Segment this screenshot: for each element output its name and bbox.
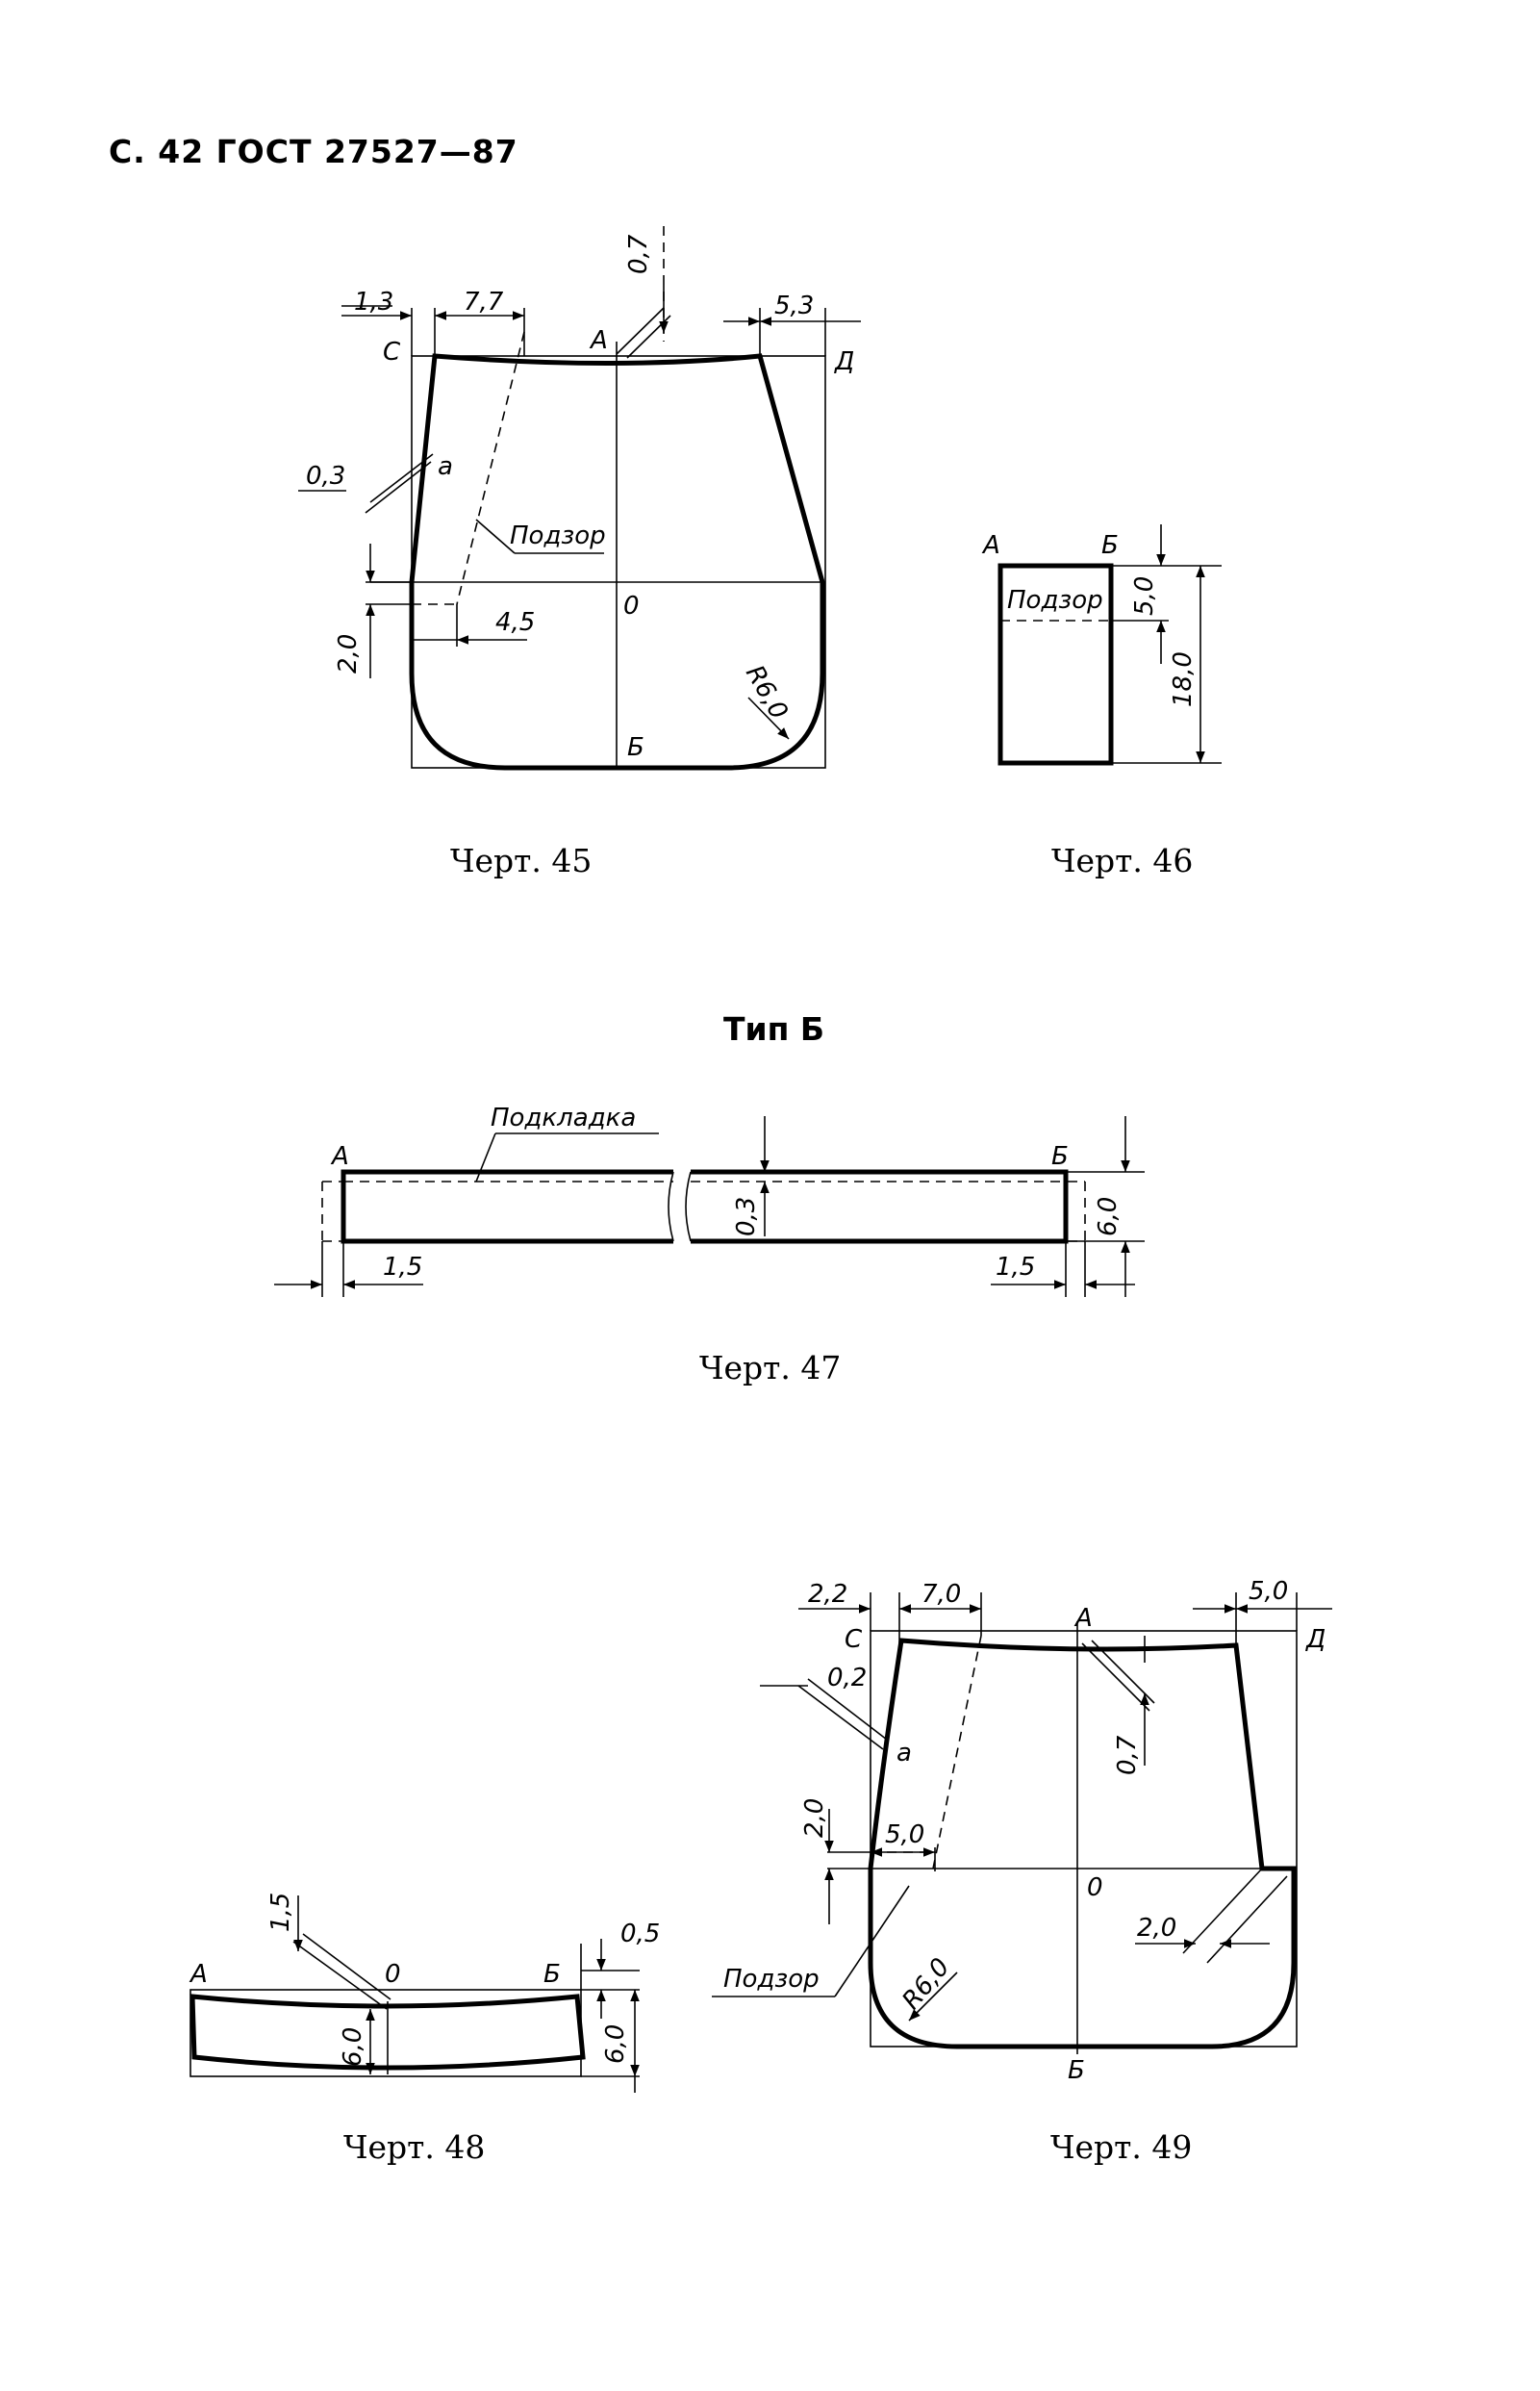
fig45-dim-r6: R6,0 [740,661,794,725]
fig48-dim-0-5: 0,5 [620,1920,660,1948]
fig49-dim-5-0-left: 5,0 [885,1820,924,1849]
fig49-dim-0-2: 0,2 [827,1664,867,1692]
figure-47 [274,1116,1145,1297]
fig47-dim-0-3: 0,3 [732,1197,761,1236]
fig45-point-d: Д [834,347,854,376]
fig46-dim-18-0: 18,0 [1169,651,1198,707]
fig45-point-c: С [383,338,401,367]
caption-fig-46: Черт. 46 [1051,842,1194,879]
fig49-dim-2-2: 2,2 [808,1580,847,1609]
fig49-dim-r6: R6,0 [896,1953,955,2016]
fig48-point-a: А [189,1960,208,1989]
fig45-note-podzor: Подзор [510,521,606,550]
fig46-note-podzor: Подзор [1007,586,1103,615]
fig45-contour [409,353,825,771]
page-header: С. 42 ГОСТ 27527—87 [109,133,518,170]
caption-fig-45: Черт. 45 [450,842,593,879]
fig49-contour [868,1638,1297,2049]
fig47-point-b: Б [1051,1142,1069,1171]
fig48-dim-1-5: 1,5 [266,1893,295,1932]
fig46-contour [997,563,1114,766]
caption-fig-49: Черт. 49 [1050,2128,1193,2166]
caption-fig-48: Черт. 48 [343,2128,486,2166]
fig46-point-a: А [981,531,1000,560]
fig48-contour [189,1994,586,2071]
fig49-note-podzor: Подзор [723,1965,820,1994]
fig47-dim-1-5-right: 1,5 [996,1253,1035,1282]
fig49-point-a-small: а [896,1739,912,1768]
fig46-dim-5-0: 5,0 [1130,576,1159,616]
fig49-dim-2-0-left: 2,0 [800,1798,829,1838]
fig48-dim-6-0-right: 6,0 [601,2024,630,2064]
figure-48 [189,1895,640,2093]
fig45-dim-1-3: 1,3 [354,288,393,317]
fig45-point-a-small: а [438,452,453,481]
fig47-note-podkladka: Подкладка [491,1104,636,1132]
fig45-dim-7-7: 7,7 [464,288,504,317]
fig45-point-b: Б [627,733,644,762]
fig49-point-d: Д [1305,1625,1325,1654]
fig49-point-o: 0 [1087,1873,1103,1902]
fig49-point-b: Б [1068,2056,1085,2085]
fig49-dim-2-0-right: 2,0 [1137,1914,1176,1943]
fig48-dim-6-0-mid: 6,0 [339,2027,367,2067]
fig49-dim-7-0: 7,0 [921,1580,961,1609]
fig45-dim-0-7: 0,7 [624,234,653,274]
caption-fig-47: Черт. 47 [699,1349,842,1386]
fig49-dim-5-0-top: 5,0 [1249,1577,1288,1606]
fig47-point-a: А [330,1142,349,1171]
figure-49 [712,1592,1332,2054]
fig45-point-o: 0 [623,592,640,621]
fig45-dim-4-5: 4,5 [495,608,535,637]
fig48-point-b: Б [543,1960,561,1989]
fig46-point-b: Б [1101,531,1119,560]
figure-46 [997,524,1222,766]
fig47-dim-1-5-left: 1,5 [383,1253,422,1282]
fig45-dim-5-3: 5,3 [774,292,814,320]
fig48-point-o: 0 [385,1960,401,1989]
section-title: Тип Б [723,1010,825,1048]
fig49-dim-0-7: 0,7 [1113,1735,1142,1775]
fig45-dim-2-0: 2,0 [334,634,363,674]
figure-45 [298,226,861,771]
fig47-dim-6-0: 6,0 [1094,1197,1123,1236]
fig49-point-c: С [845,1625,863,1654]
fig49-point-a: А [1073,1604,1093,1633]
fig45-dim-0-3: 0,3 [306,462,345,491]
fig45-point-a: А [589,326,608,355]
